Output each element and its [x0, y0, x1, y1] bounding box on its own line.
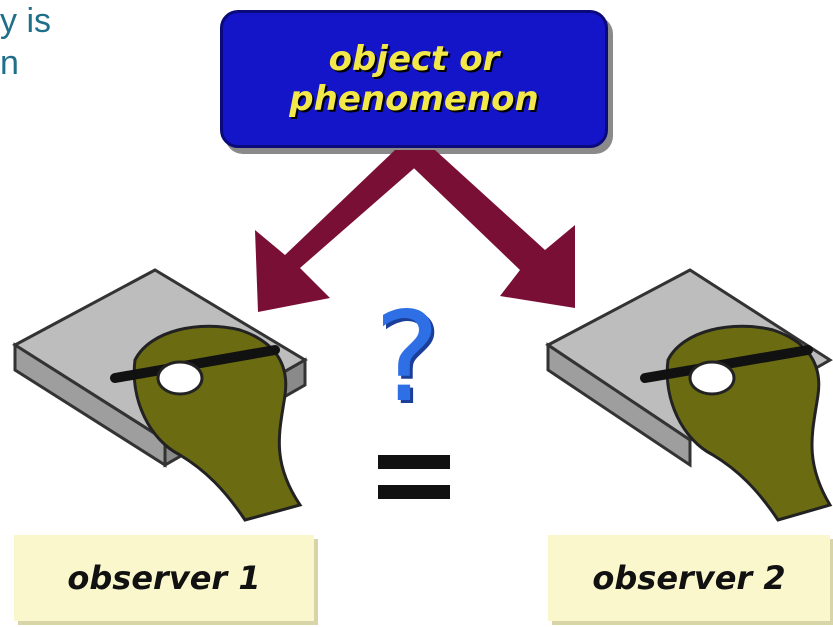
knuckle-left	[156, 360, 204, 396]
pencil-right	[640, 345, 813, 383]
observer-1-text: observer 1	[67, 559, 261, 597]
knuckle-right	[688, 360, 736, 396]
pencil-left	[110, 345, 280, 383]
cropped-heading-text: y is n	[0, 2, 51, 82]
arrow-right	[395, 150, 575, 308]
equals-bottom-bar	[378, 485, 450, 499]
observer-1-figure	[12, 268, 308, 522]
observer-2-text: observer 2	[592, 559, 786, 597]
object-box-label: object or phenomenon	[289, 39, 539, 119]
split-arrows	[255, 150, 575, 312]
question-mark: ?	[374, 286, 440, 430]
observer-2-label: observer 2	[548, 535, 830, 621]
object-or-phenomenon-box: object or phenomenon	[220, 10, 608, 148]
observer-1-label: observer 1	[14, 535, 314, 621]
equals-top-bar	[378, 455, 450, 469]
equals-sign	[378, 455, 450, 499]
arrow-left	[255, 150, 435, 312]
observer-2-figure	[545, 268, 833, 522]
notepad-right-edge	[546, 342, 692, 468]
